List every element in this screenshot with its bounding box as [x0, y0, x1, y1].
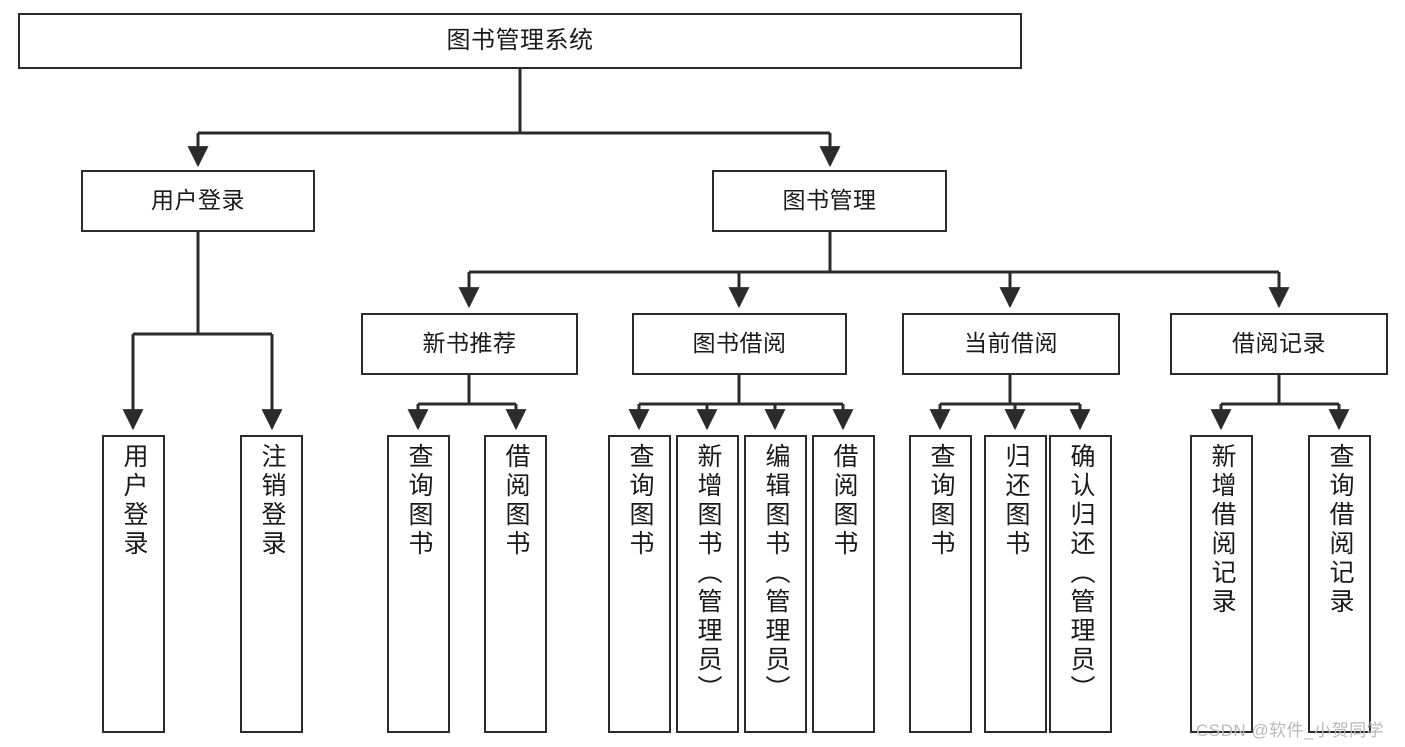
leaf-borrow-book-newbook[interactable]: 借阅图书 [484, 435, 547, 733]
node-label: 编辑图书（管理员） [762, 443, 790, 704]
node-label: 当前借阅 [964, 330, 1058, 357]
node-new-book-recommend[interactable]: 新书推荐 [361, 313, 578, 375]
leaf-query-book-newbook[interactable]: 查询图书 [387, 435, 450, 733]
node-label: 图书借阅 [692, 330, 787, 357]
leaf-borrow-book-borrow[interactable]: 借阅图书 [812, 435, 875, 733]
node-label: 用户登录 [151, 187, 245, 214]
leaf-edit-book-admin[interactable]: 编辑图书（管理员） [744, 435, 807, 733]
node-root-system[interactable]: 图书管理系统 [18, 13, 1022, 69]
node-label: 借阅图书 [502, 443, 530, 559]
node-label: 查询借阅记录 [1326, 443, 1354, 617]
leaf-logout[interactable]: 注销登录 [240, 435, 303, 733]
csdn-watermark: CSDN @软件_小贺同学 [1196, 721, 1385, 740]
leaf-confirm-return-admin[interactable]: 确认归还（管理员） [1049, 435, 1112, 733]
node-label: 图书管理系统 [446, 26, 594, 54]
node-label: 确认归还（管理员） [1067, 443, 1095, 704]
leaf-query-book-current[interactable]: 查询图书 [909, 435, 972, 733]
leaf-query-borrow-record[interactable]: 查询借阅记录 [1308, 435, 1371, 733]
node-label: 新书推荐 [422, 330, 517, 357]
leaf-user-login[interactable]: 用户登录 [102, 435, 165, 733]
node-user-login[interactable]: 用户登录 [81, 170, 315, 232]
node-label: 图书管理 [782, 187, 877, 214]
node-label: 查询图书 [927, 443, 955, 559]
node-label: 新增图书（管理员） [694, 443, 722, 704]
leaf-add-book-admin[interactable]: 新增图书（管理员） [676, 435, 739, 733]
node-book-borrow[interactable]: 图书借阅 [632, 313, 847, 375]
node-borrow-record[interactable]: 借阅记录 [1170, 313, 1388, 375]
node-label: 借阅图书 [830, 443, 858, 559]
node-label: 借阅记录 [1232, 330, 1326, 357]
node-current-borrow[interactable]: 当前借阅 [902, 313, 1120, 375]
leaf-return-book[interactable]: 归还图书 [984, 435, 1047, 733]
leaf-add-borrow-record[interactable]: 新增借阅记录 [1190, 435, 1253, 733]
node-label: 新增借阅记录 [1208, 443, 1236, 617]
node-book-management[interactable]: 图书管理 [712, 170, 947, 232]
leaf-query-book-borrow[interactable]: 查询图书 [608, 435, 671, 733]
node-label: 归还图书 [1002, 443, 1030, 559]
node-label: 查询图书 [405, 443, 433, 559]
node-label: 注销登录 [258, 443, 286, 559]
node-label: 查询图书 [626, 443, 654, 559]
node-label: 用户登录 [120, 443, 148, 559]
